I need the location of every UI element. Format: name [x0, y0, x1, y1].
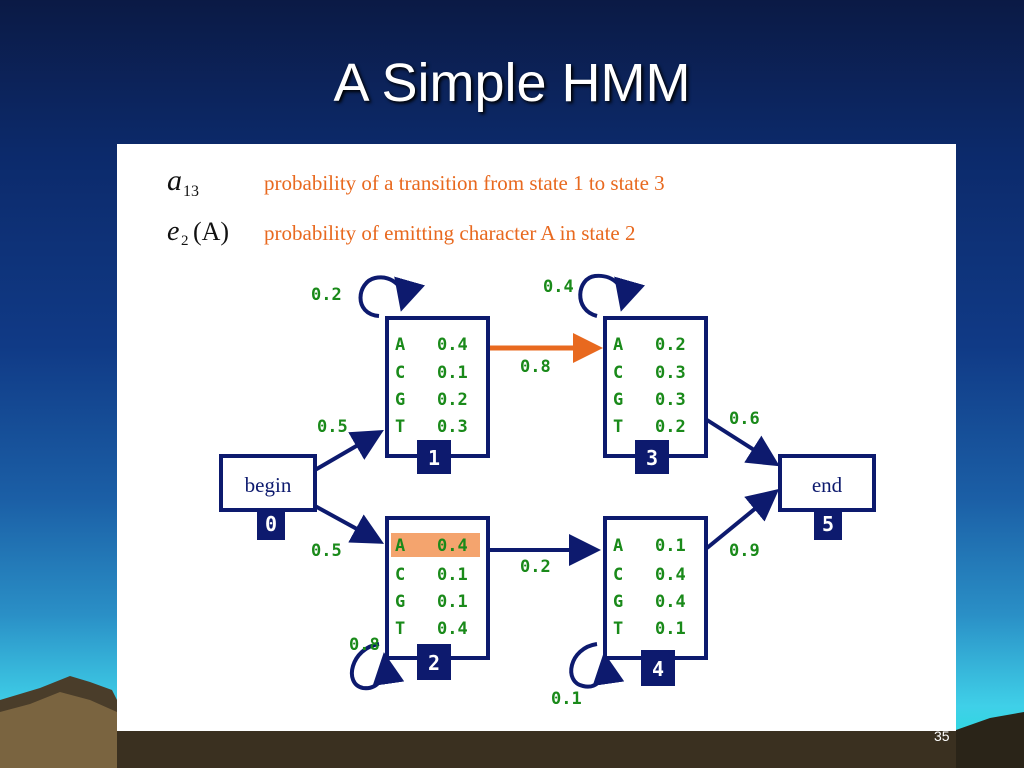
self-loop-3: [578, 273, 645, 318]
state-2-emit-letter-t: T: [395, 619, 405, 639]
state-4-emit-prob-a: 0.1: [655, 536, 686, 556]
legend-symbol-e: e: [167, 216, 179, 247]
state-3-emit-prob-c: 0.3: [655, 363, 686, 383]
prob-s3-to-end: 0.6: [729, 409, 760, 429]
state-2-emit-letter-c: C: [395, 565, 405, 585]
legend-symbol-a-sub: 13: [183, 183, 199, 200]
legend-symbol-e-arg: (A): [193, 217, 229, 246]
prob-begin-to-1: 0.5: [317, 417, 348, 437]
self-loop-4: [569, 642, 625, 689]
state-2-emit-letter-g: G: [395, 592, 405, 612]
state-3-emit-prob-a: 0.2: [655, 335, 686, 355]
slide-number: 35: [934, 728, 950, 744]
edge-begin-to-2: [314, 504, 385, 544]
state-2-emit-prob-g: 0.1: [437, 592, 468, 612]
state-4-id: 4: [652, 657, 664, 681]
state-1-emit-prob-c: 0.1: [437, 363, 468, 383]
legend-symbol-e-sub: 2: [181, 233, 189, 249]
state-4-emit-prob-c: 0.4: [655, 565, 686, 585]
self-loop-1: [358, 275, 425, 318]
edge-4-to-end: [705, 488, 780, 550]
state-1-emit-prob-g: 0.2: [437, 390, 468, 410]
state-3-emit-letter-a: A: [613, 335, 623, 355]
state-4-emit-prob-g: 0.4: [655, 592, 686, 612]
state-begin: begin 0: [219, 454, 317, 540]
prob-s4-self: 0.1: [551, 689, 582, 709]
prob-s1-to-3: 0.8: [520, 357, 551, 377]
edge-begin-to-1: [313, 429, 384, 472]
state-begin-id: 0: [265, 512, 277, 536]
prob-s2-to-4: 0.2: [520, 557, 551, 577]
state-end-label: end: [812, 473, 843, 497]
state-4-emit-letter-t: T: [613, 619, 623, 639]
legend-emission: e 2 (A) probability of emitting characte…: [167, 216, 635, 249]
slide-title: A Simple HMM: [333, 53, 691, 113]
state-2-id: 2: [428, 651, 440, 675]
legend-emission-text: probability of emitting character A in s…: [264, 221, 635, 245]
state-1-emit-letter-g: G: [395, 390, 405, 410]
prob-s3-self: 0.4: [543, 277, 574, 297]
legend-symbol-a: a: [167, 164, 182, 197]
state-1-emit-letter-t: T: [395, 417, 405, 437]
prob-s4-to-end: 0.9: [729, 541, 760, 561]
state-3-id: 3: [646, 446, 658, 470]
state-2-emit-letter-a: A: [395, 536, 405, 556]
state-end-id: 5: [822, 512, 834, 536]
state-4-emit-prob-t: 0.1: [655, 619, 686, 639]
self-loop-2: [349, 642, 405, 691]
prob-begin-to-2: 0.5: [311, 541, 342, 561]
state-4: A 0.1 C 0.4 G 0.4 T 0.1 4: [603, 516, 708, 686]
state-3: A 0.2 C 0.3 G 0.3 T 0.2 3: [603, 316, 708, 474]
state-1: A 0.4 C 0.1 G 0.2 T 0.3 1: [385, 316, 490, 474]
edge-3-to-end: [705, 418, 780, 467]
state-2: A 0.4 C 0.1 G 0.1 T 0.4 2: [385, 516, 490, 680]
state-1-emit-letter-c: C: [395, 363, 405, 383]
hmm-figure: a 13 probability of a transition from st…: [117, 144, 956, 731]
state-2-emission-highlight: [391, 533, 480, 557]
state-1-emit-prob-t: 0.3: [437, 417, 468, 437]
state-3-emit-letter-t: T: [613, 417, 623, 437]
state-1-emit-letter-a: A: [395, 335, 405, 355]
legend-transition: a 13 probability of a transition from st…: [167, 164, 665, 200]
state-2-emit-prob-a: 0.4: [437, 536, 468, 556]
state-3-emit-letter-g: G: [613, 390, 623, 410]
hmm-diagram: a 13 probability of a transition from st…: [167, 164, 876, 709]
prob-s1-self: 0.2: [311, 285, 342, 305]
state-3-emit-letter-c: C: [613, 363, 623, 383]
state-4-emit-letter-g: G: [613, 592, 623, 612]
state-3-emit-prob-t: 0.2: [655, 417, 686, 437]
state-end: end 5: [778, 454, 876, 540]
state-3-emit-prob-g: 0.3: [655, 390, 686, 410]
state-begin-label: begin: [245, 473, 292, 497]
legend-transition-text: probability of a transition from state 1…: [264, 171, 665, 195]
state-1-id: 1: [428, 446, 440, 470]
state-4-emit-letter-c: C: [613, 565, 623, 585]
state-1-emit-prob-a: 0.4: [437, 335, 468, 355]
state-2-emit-prob-c: 0.1: [437, 565, 468, 585]
prob-s2-self: 0.8: [349, 635, 380, 655]
state-2-emit-prob-t: 0.4: [437, 619, 468, 639]
state-4-emit-letter-a: A: [613, 536, 623, 556]
